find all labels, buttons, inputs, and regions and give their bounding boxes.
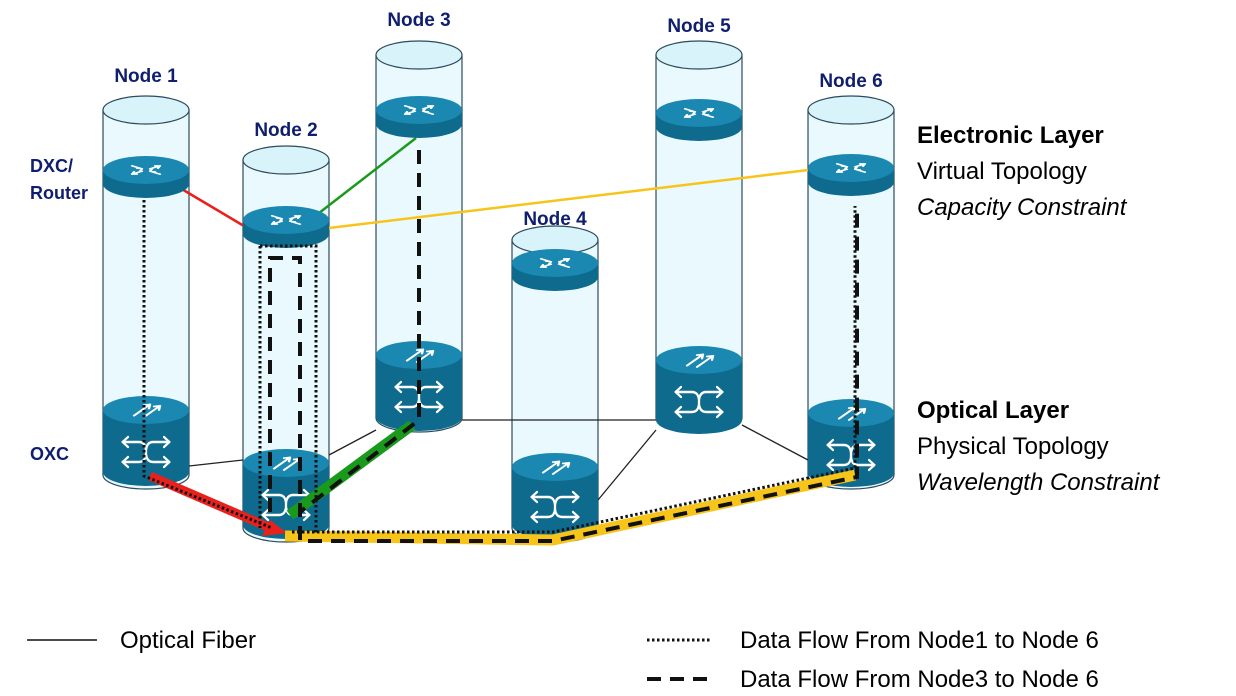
router-node-6: [808, 154, 894, 196]
node-label-4: Node 4: [523, 209, 587, 230]
oxc-node-5: [656, 346, 742, 434]
node-label-1: Node 1: [114, 66, 178, 87]
node-label-3: Node 3: [387, 10, 450, 31]
lightpath-red-arrowhead: [262, 520, 287, 536]
lightpath-yellow: [284, 469, 857, 546]
router-node-5: [656, 99, 742, 141]
oxc-label: OXC: [30, 444, 69, 464]
router-node-1: [103, 156, 189, 198]
router-node-2: [243, 206, 329, 248]
node-label-5: Node 5: [667, 16, 731, 37]
data-flow-node3-node6: [268, 150, 859, 543]
optical-layer-line2: Wavelength Constraint: [917, 469, 1161, 496]
router-label-line1: DXC/: [30, 156, 73, 176]
legend: Optical Fiber Data Flow From Node1 to No…: [27, 627, 1099, 693]
legend-fiber-label: Optical Fiber: [120, 627, 256, 654]
router-node-4: [512, 249, 598, 291]
virtual-link-green: [309, 137, 417, 221]
oxc-node-6: [808, 399, 894, 487]
cylinder-node-1: [102, 95, 190, 490]
cylinder-node-2: [242, 145, 330, 543]
router-label-line2: Router: [30, 183, 88, 203]
oxc-node-2: [243, 449, 329, 539]
legend-flow2-label: Data Flow From Node3 to Node 6: [740, 666, 1099, 693]
router-node-3: [376, 96, 462, 138]
legend-flow1-label: Data Flow From Node1 to Node 6: [740, 627, 1099, 654]
oxc-node-1: [103, 396, 189, 486]
node-label-2: Node 2: [254, 120, 317, 141]
electronic-layer-title: Electronic Layer: [917, 122, 1104, 149]
electronic-layer-line2: Capacity Constraint: [917, 194, 1128, 221]
optical-layer-line1: Physical Topology: [917, 433, 1109, 460]
optical-layer-title: Optical Layer: [917, 397, 1069, 424]
virtual-links: [174, 137, 809, 230]
virtual-link-red: [174, 183, 245, 228]
oxc-node-4: [512, 453, 598, 539]
electronic-layer-line1: Virtual Topology: [917, 158, 1087, 185]
virtual-link-yellow: [328, 168, 809, 230]
node-label-6: Node 6: [819, 71, 882, 92]
optical-fibers: [188, 419, 809, 501]
